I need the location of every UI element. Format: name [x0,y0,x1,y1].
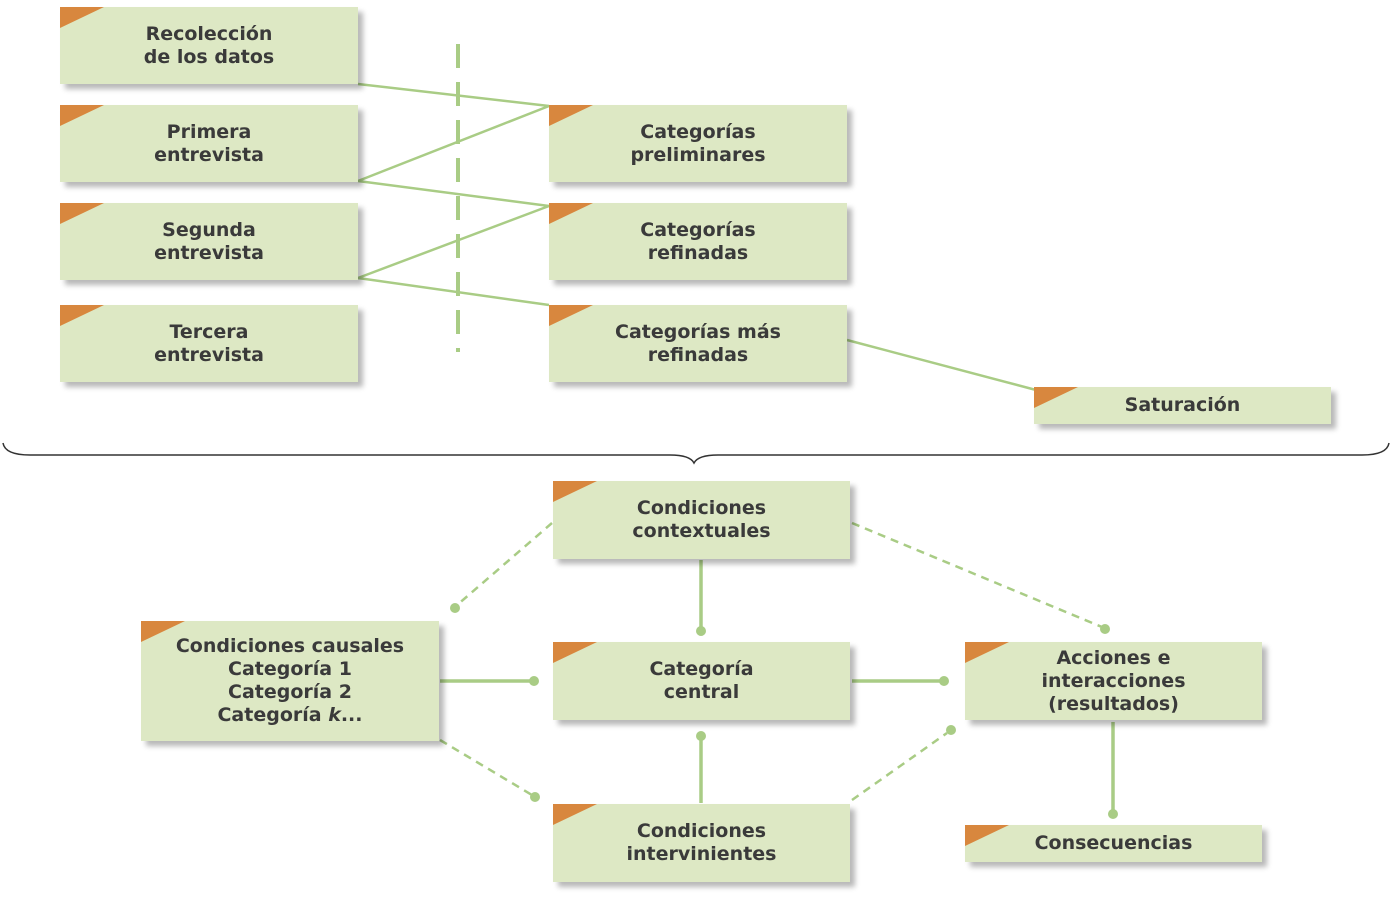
box-data-collection: Recolección de los datos [60,7,358,84]
box-second-interview: Segunda entrevista [60,203,358,280]
corner-marker [549,105,593,126]
connector-end-dot [530,792,540,802]
dashed-contextual-actions [851,521,1103,629]
causal-category-item-last: Categoría k... [217,704,362,727]
box-label: Acciones e interacciones (resultados) [1041,646,1186,715]
connector-end-dot [696,626,706,636]
causal-conditions-list: Condiciones causales Categoría 1 Categor… [176,635,404,727]
causal-category-item: Categoría 1 [228,658,352,680]
box-label: Categoría central [649,658,754,703]
corner-marker [553,642,597,663]
connector-end-dot [450,603,460,613]
corner-marker [549,203,593,224]
causal-category-prefix: Categoría [217,704,329,726]
corner-marker [1034,387,1078,408]
corner-marker [549,305,593,326]
box-consequences: Consecuencias [965,825,1262,862]
connector-segunda-mas-refinadas [357,276,550,307]
box-label: Saturación [1124,394,1241,416]
causal-category-var: k [328,704,341,726]
corner-marker [141,621,185,642]
causal-category-item: Categoría 2 [228,681,352,703]
connector-primera-refinadas [357,179,550,208]
dashed-intervening-actions [851,731,948,802]
box-label: Primera entrevista [154,120,264,166]
box-more-refined-categories: Categorías más refinadas [549,305,847,382]
connector-primera-preliminares [357,104,550,183]
box-first-interview: Primera entrevista [60,105,358,182]
box-label: Categorías refinadas [640,218,756,264]
connector-datos-preliminares [357,82,550,108]
corner-marker [60,203,104,224]
corner-marker [553,481,597,502]
box-saturation: Saturación [1034,387,1331,424]
causal-category-suffix: ... [340,704,363,726]
box-label: Condiciones contextuales [632,497,771,542]
box-label: Segunda entrevista [154,218,264,264]
box-central-category: Categoría central [553,642,850,720]
box-preliminary-categories: Categorías preliminares [549,105,847,182]
corner-marker [965,642,1009,663]
connector-end-dot [696,731,706,741]
dashed-causal-intervening [439,738,533,797]
box-label: Categorías más refinadas [615,320,781,366]
corner-marker [60,105,104,126]
corner-marker [60,305,104,326]
causal-conditions-title: Condiciones causales [175,635,405,657]
box-refined-categories: Categorías refinadas [549,203,847,280]
dashed-contextual-causal [455,522,553,607]
connector-mas-refinadas-saturacion [846,338,1037,392]
box-label: Recolección de los datos [143,22,275,68]
box-third-interview: Tercera entrevista [60,305,358,382]
connector-end-dot [529,676,539,686]
box-causal-conditions: Condiciones causales Categoría 1 Categor… [141,621,439,741]
connector-end-dot [1108,809,1118,819]
box-label: Tercera entrevista [154,320,264,366]
connector-end-dot [946,725,956,735]
curly-brace [2,442,1390,465]
box-label: Categorías preliminares [630,120,766,166]
box-label: Consecuencias [1034,832,1193,854]
box-actions-interactions: Acciones e interacciones (resultados) [965,642,1262,720]
connector-end-dot [939,676,949,686]
connector-end-dot [1100,624,1110,634]
box-contextual-conditions: Condiciones contextuales [553,481,850,559]
box-intervening-conditions: Condiciones intervinientes [553,804,850,882]
corner-marker [553,804,597,825]
connector-segunda-refinadas [357,204,550,280]
box-label: Condiciones intervinientes [626,820,777,865]
corner-marker [965,825,1009,846]
corner-marker [60,7,104,28]
